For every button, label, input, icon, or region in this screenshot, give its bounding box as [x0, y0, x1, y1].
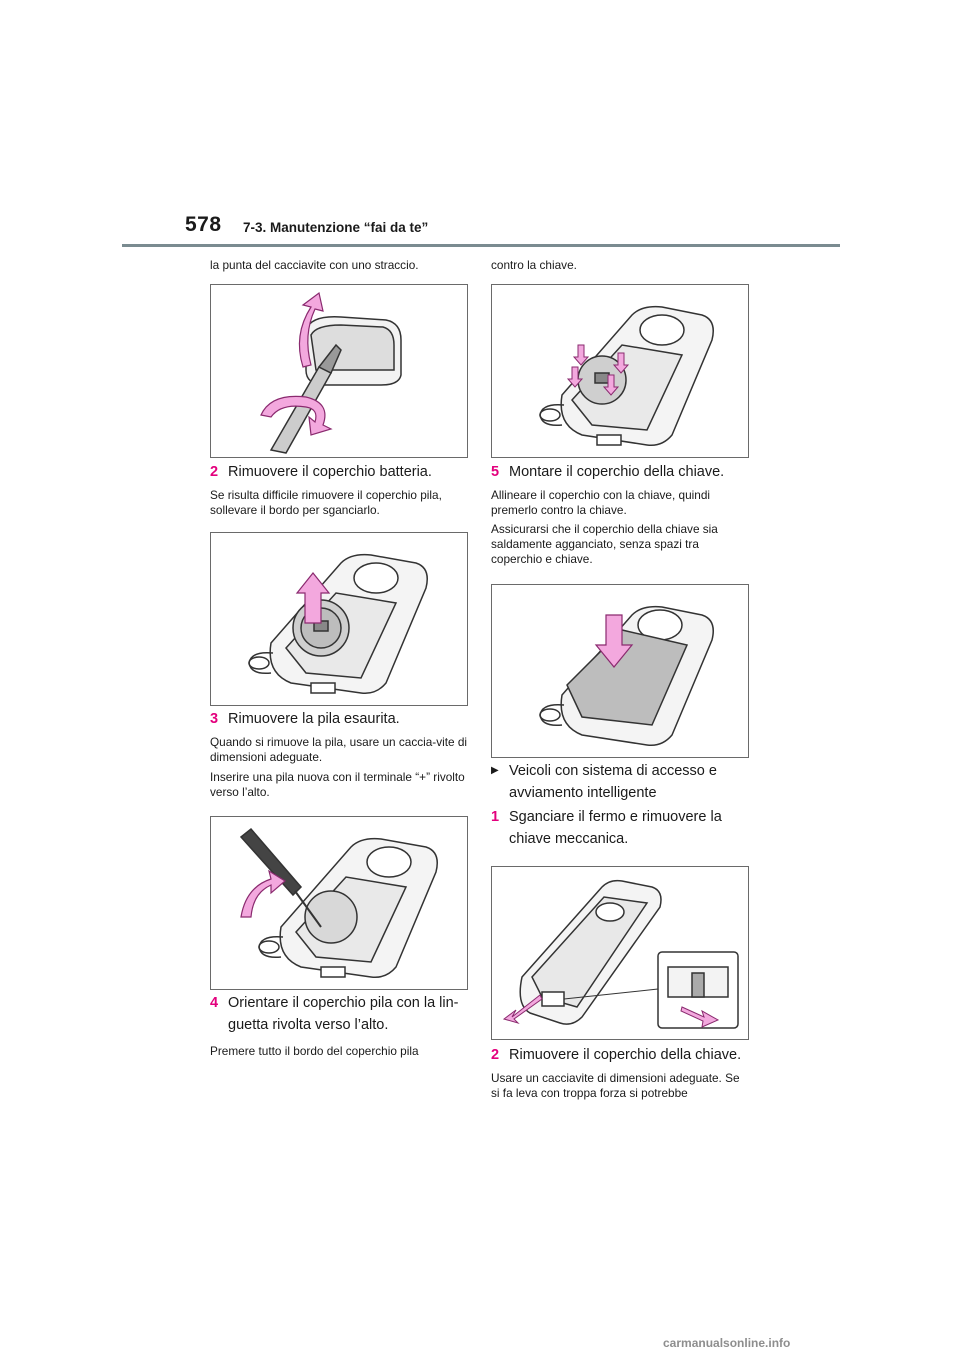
- step5-note1: Allineare il coperchio con la chiave, qu…: [491, 488, 711, 517]
- footer-watermark: carmanualsonline.info: [663, 1336, 791, 1350]
- step2-note: Se risulta difficile rimuovere il coperc…: [210, 488, 442, 517]
- step4-note: Premere tutto il bordo del coperchio pil…: [210, 1044, 419, 1058]
- step2-right-note: Usare un cacciavite di dimensioni adegua…: [491, 1071, 740, 1100]
- right-intro-text: contro la chiave.: [491, 258, 577, 272]
- figure-remove-battery-cover: [210, 532, 468, 706]
- figure-press-cover: [491, 584, 749, 758]
- figure-remove-battery: [210, 816, 468, 990]
- step3-note2: Inserire una pila nuova con il terminale…: [210, 770, 465, 799]
- step1-right: 1 Sganciare il fermo e rimuovere la chia…: [491, 806, 749, 850]
- step-number: 1: [491, 809, 500, 825]
- step2-left: 2 Rimuovere il coperchio batteria.: [210, 461, 468, 483]
- step-title: Rimuovere il coperchio della chiave.: [509, 1047, 742, 1063]
- step-number: 4: [210, 995, 219, 1011]
- step5-right: 5 Montare il coperchio della chiave.: [491, 461, 749, 483]
- step-title: Rimuovere la pila esaurita.: [228, 711, 400, 727]
- bullet-smart-key: ▶ Veicoli con sistema di accesso e avvia…: [491, 760, 749, 804]
- step-number: 3: [210, 711, 219, 727]
- section-title: 7-3. Manutenzione “fai da te”: [243, 220, 429, 235]
- figure-align-cover: [491, 284, 749, 458]
- step-title-line1: Sganciare il fermo e rimuovere la: [509, 809, 722, 825]
- step-title: Rimuovere il coperchio batteria.: [228, 464, 432, 480]
- figure-pry-cover: [210, 284, 468, 458]
- bullet-line1: Veicoli con sistema di accesso e: [509, 763, 717, 779]
- step-title: Montare il coperchio della chiave.: [509, 464, 725, 480]
- step5-note2: Assicurarsi che il coperchio della chiav…: [491, 522, 718, 566]
- bullet-line2: avviamento intelligente: [509, 785, 657, 801]
- figure-mechanical-key: [491, 866, 749, 1040]
- step-title-line2: guetta rivolta verso l’alto.: [228, 1017, 389, 1033]
- triangle-right-icon: ▶: [491, 765, 499, 776]
- step2-right: 2 Rimuovere il coperchio della chiave.: [491, 1044, 749, 1066]
- step3-left: 3 Rimuovere la pila esaurita.: [210, 708, 468, 730]
- header-rule: [122, 244, 840, 247]
- step-title-line2: chiave meccanica.: [509, 831, 629, 847]
- step-number: 2: [491, 1047, 500, 1063]
- step3-note1: Quando si rimuove la pila, usare un cacc…: [210, 735, 468, 764]
- step4-left: 4 Orientare il coperchio pila con la lin…: [210, 992, 468, 1036]
- step-title-line1: Orientare il coperchio pila con la lin-: [228, 995, 459, 1011]
- left-intro-text: la punta del cacciavite con uno straccio…: [210, 258, 419, 272]
- page-number: 578: [185, 213, 222, 236]
- step-number: 2: [210, 464, 219, 480]
- step-number: 5: [491, 464, 500, 480]
